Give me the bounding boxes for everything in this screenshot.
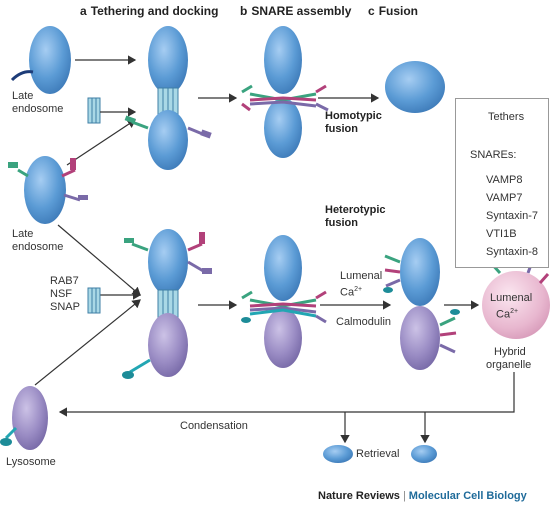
footer-journal: Molecular Cell Biology	[408, 490, 527, 502]
legend-tethers-label: Tethers	[488, 111, 525, 123]
calmodulin-label: Calmodulin	[336, 316, 392, 328]
arrow	[34, 299, 141, 386]
vesicle-docking-bottom	[148, 110, 188, 170]
legend-snares-title: SNAREs:	[470, 149, 517, 161]
vesicle-hetero-assembly-top	[264, 235, 302, 301]
vesicle-assembly-top	[264, 26, 302, 94]
label-line: Ca2+	[490, 305, 532, 322]
vamp8-snare	[10, 70, 34, 82]
label-line: Ca2+	[340, 283, 382, 300]
arrow	[57, 224, 141, 296]
factors-label: RAB7 NSF SNAP	[50, 275, 80, 314]
lysosome	[12, 386, 48, 450]
retrieval-label: Retrieval	[356, 448, 400, 460]
ca-superscript: 2+	[354, 286, 363, 293]
label-line: endosome	[12, 103, 64, 115]
tether-icon	[87, 97, 101, 124]
retrieval-vesicle-right	[411, 445, 437, 463]
arrow	[66, 119, 137, 166]
label-line: NSF	[50, 288, 72, 300]
label-line: Late	[12, 90, 34, 102]
vesicle-hetero-top	[148, 229, 188, 295]
late-endosome-middle	[24, 156, 66, 224]
legend-item-vti1b: VTI1B	[486, 228, 517, 240]
vesicle-docking-top	[148, 26, 188, 94]
label-line: fusion	[325, 217, 358, 229]
heterotypic-label: Heterotypic fusion	[325, 204, 386, 230]
vesicle-fusion-top	[400, 238, 440, 306]
syntaxin-7	[131, 120, 149, 130]
vesicle-fusion-bottom	[400, 306, 440, 370]
retrieval-vesicle-left	[323, 445, 353, 463]
header-c-text: Fusion	[378, 4, 419, 18]
lysosome-label: Lysosome	[6, 456, 56, 468]
late-endosome-top	[29, 26, 71, 94]
label-line: Homotypic	[325, 110, 382, 122]
header-a-text: Tethering and docking	[90, 4, 219, 18]
legend-item-syntaxin-8: Syntaxin-8	[486, 246, 538, 258]
vesicle-assembly-bottom	[264, 98, 302, 158]
ca-text: Ca	[340, 286, 355, 299]
header-c-key: c	[368, 4, 375, 18]
label-line: organelle	[486, 359, 532, 371]
ca-text: Ca	[496, 308, 511, 321]
legend-item-syntaxin-7: Syntaxin-7	[486, 210, 538, 222]
legend-item-vamp8: VAMP8	[486, 174, 523, 186]
fused-vesicle	[385, 61, 445, 113]
hybrid-organelle-label: Hybrid organelle	[486, 346, 531, 372]
header-b-text: SNARE assembly	[251, 4, 352, 18]
ca-superscript: 2+	[510, 308, 519, 315]
homotypic-label: Homotypic fusion	[325, 110, 382, 136]
condensation-label: Condensation	[180, 420, 248, 432]
label-line: Hybrid	[494, 346, 526, 358]
label-line: Late	[12, 228, 34, 240]
late-endosome-label-2: Late endosome	[12, 228, 63, 254]
label-line: fusion	[325, 123, 358, 135]
lumenal-ca-label: Lumenal Ca2+	[340, 270, 382, 300]
label-line: endosome	[12, 241, 64, 253]
header-a-key: a	[80, 4, 87, 18]
hybrid-organelle	[482, 271, 550, 339]
hybrid-lumenal-label: Lumenal Ca2+	[490, 292, 532, 322]
snare-complex-hetero	[241, 290, 327, 324]
label-line: Heterotypic	[325, 204, 386, 216]
legend-item-vamp7: VAMP7	[486, 192, 523, 204]
label-line: Lumenal	[490, 292, 533, 304]
condensation-line	[58, 372, 515, 417]
label-line: RAB7	[50, 275, 79, 287]
legend-box: Tethers SNAREs: VAMP8 VAMP7 Syntaxin-7 V…	[455, 98, 549, 268]
header-b-key: b	[240, 4, 248, 18]
snare-complex	[241, 84, 329, 112]
label-line: Lumenal	[340, 270, 383, 282]
vesicle-hetero-bottom	[148, 313, 188, 377]
footer-publisher: Nature Reviews	[318, 490, 400, 502]
footer-credit: Nature Reviews|Molecular Cell Biology	[318, 490, 527, 502]
label-line: SNAP	[50, 301, 80, 313]
vesicle-hetero-assembly-bottom	[264, 308, 302, 368]
footer-separator: |	[402, 490, 406, 502]
late-endosome-label-1: Late endosome	[12, 90, 63, 116]
tether-icon	[87, 287, 101, 314]
